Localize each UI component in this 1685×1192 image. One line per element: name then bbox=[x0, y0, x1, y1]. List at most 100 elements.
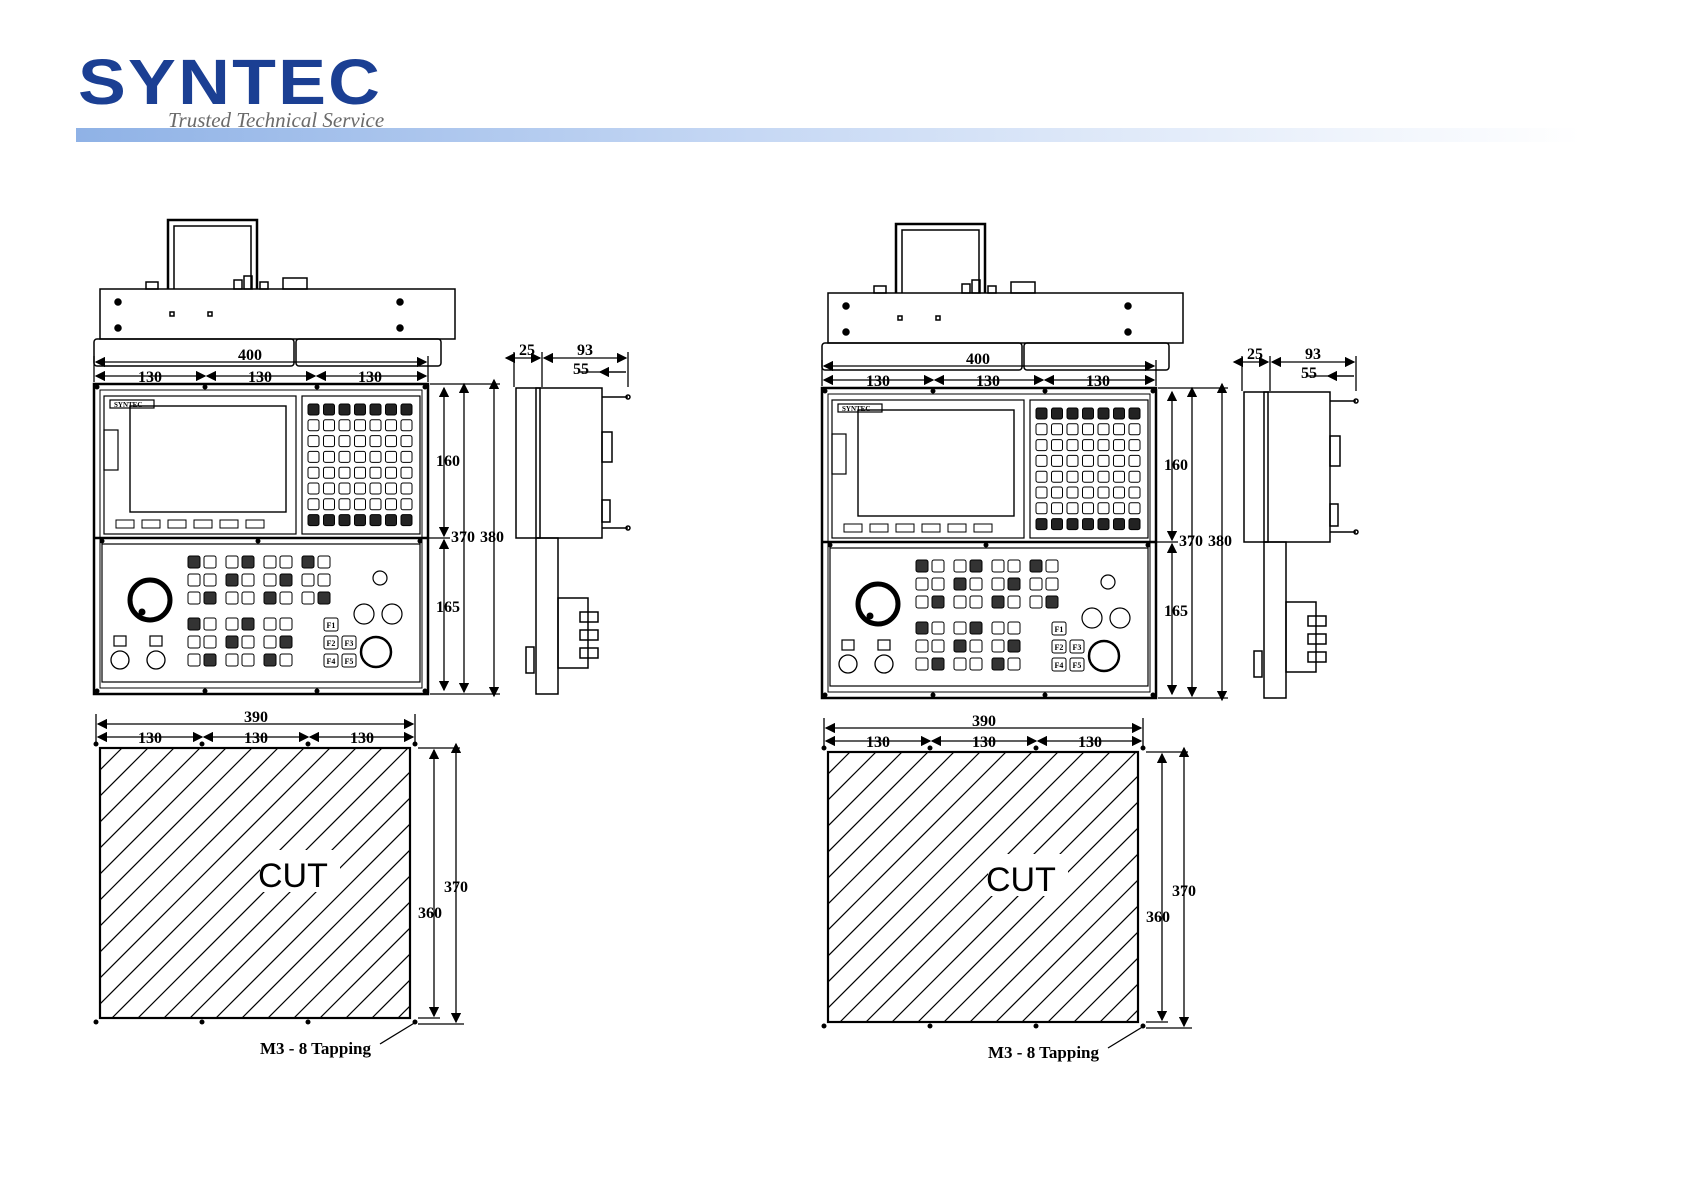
keypad-key[interactable] bbox=[386, 420, 397, 431]
operator-key[interactable] bbox=[932, 640, 944, 652]
keypad-key[interactable] bbox=[401, 499, 412, 510]
keypad-key[interactable] bbox=[370, 483, 381, 494]
keypad-key[interactable] bbox=[1036, 519, 1047, 530]
keypad-key[interactable] bbox=[386, 515, 397, 526]
operator-key[interactable] bbox=[204, 636, 216, 648]
keypad-key[interactable] bbox=[401, 420, 412, 431]
operator-key[interactable] bbox=[970, 640, 982, 652]
keypad-key[interactable] bbox=[1098, 455, 1109, 466]
keypad-key[interactable] bbox=[1036, 408, 1047, 419]
operator-key[interactable] bbox=[954, 622, 966, 634]
keypad-key[interactable] bbox=[1067, 503, 1078, 514]
function-key-f3[interactable]: F3 bbox=[342, 636, 356, 649]
operator-key[interactable] bbox=[280, 618, 292, 630]
keypad-key[interactable] bbox=[401, 483, 412, 494]
keypad-key[interactable] bbox=[324, 404, 335, 415]
keypad-key[interactable] bbox=[1083, 503, 1094, 514]
keypad-key[interactable] bbox=[386, 404, 397, 415]
keypad-key[interactable] bbox=[1098, 487, 1109, 498]
keypad-key[interactable] bbox=[370, 436, 381, 447]
function-key-f4[interactable]: F4 bbox=[1052, 658, 1066, 671]
keypad-key[interactable] bbox=[386, 451, 397, 462]
keypad-key[interactable] bbox=[1129, 408, 1140, 419]
keypad-key[interactable] bbox=[1114, 424, 1125, 435]
keypad-key[interactable] bbox=[1098, 408, 1109, 419]
keypad-key[interactable] bbox=[339, 436, 350, 447]
operator-key[interactable] bbox=[954, 560, 966, 572]
keypad-key[interactable] bbox=[1036, 424, 1047, 435]
operator-key[interactable] bbox=[1008, 560, 1020, 572]
operator-key[interactable] bbox=[264, 556, 276, 568]
keypad-key[interactable] bbox=[1036, 503, 1047, 514]
keypad-key[interactable] bbox=[355, 467, 366, 478]
operator-key[interactable] bbox=[1008, 622, 1020, 634]
keypad-key[interactable] bbox=[308, 515, 319, 526]
operator-key[interactable] bbox=[318, 574, 330, 586]
function-key-f1[interactable]: F1 bbox=[324, 618, 338, 631]
function-key-f1[interactable]: F1 bbox=[1052, 622, 1066, 635]
operator-key[interactable] bbox=[970, 622, 982, 634]
operator-key[interactable] bbox=[318, 556, 330, 568]
keypad-key[interactable] bbox=[355, 451, 366, 462]
operator-key[interactable] bbox=[1030, 578, 1042, 590]
operator-key[interactable] bbox=[188, 636, 200, 648]
operator-key[interactable] bbox=[970, 658, 982, 670]
operator-key[interactable] bbox=[204, 556, 216, 568]
operator-key[interactable] bbox=[242, 574, 254, 586]
operator-key[interactable] bbox=[280, 592, 292, 604]
keypad-key[interactable] bbox=[355, 420, 366, 431]
keypad-key[interactable] bbox=[1036, 440, 1047, 451]
operator-key[interactable] bbox=[1030, 596, 1042, 608]
operator-key[interactable] bbox=[970, 560, 982, 572]
keypad-key[interactable] bbox=[1114, 440, 1125, 451]
keypad-key[interactable] bbox=[339, 499, 350, 510]
keypad-key[interactable] bbox=[339, 451, 350, 462]
operator-key[interactable] bbox=[970, 596, 982, 608]
operator-key[interactable] bbox=[226, 636, 238, 648]
operator-key[interactable] bbox=[954, 578, 966, 590]
keypad-key[interactable] bbox=[370, 404, 381, 415]
keypad-key[interactable] bbox=[1067, 487, 1078, 498]
operator-key[interactable] bbox=[1046, 578, 1058, 590]
operator-key[interactable] bbox=[226, 574, 238, 586]
operator-key[interactable] bbox=[280, 574, 292, 586]
keypad-key[interactable] bbox=[1129, 424, 1140, 435]
operator-key[interactable] bbox=[204, 574, 216, 586]
keypad-key[interactable] bbox=[1114, 408, 1125, 419]
keypad-key[interactable] bbox=[324, 499, 335, 510]
keypad-key[interactable] bbox=[1067, 408, 1078, 419]
keypad-key[interactable] bbox=[401, 467, 412, 478]
keypad-key[interactable] bbox=[1114, 471, 1125, 482]
keypad-key[interactable] bbox=[308, 467, 319, 478]
keypad-key[interactable] bbox=[1129, 519, 1140, 530]
function-key-f4[interactable]: F4 bbox=[324, 654, 338, 667]
keypad-key[interactable] bbox=[308, 420, 319, 431]
keypad-key[interactable] bbox=[1114, 519, 1125, 530]
keypad-key[interactable] bbox=[1052, 487, 1063, 498]
keypad-key[interactable] bbox=[1052, 519, 1063, 530]
operator-key[interactable] bbox=[954, 640, 966, 652]
keypad-key[interactable] bbox=[1083, 471, 1094, 482]
keypad-key[interactable] bbox=[1067, 455, 1078, 466]
keypad-key[interactable] bbox=[1083, 440, 1094, 451]
keypad-key[interactable] bbox=[1052, 471, 1063, 482]
keypad-key[interactable] bbox=[1129, 455, 1140, 466]
keypad-key[interactable] bbox=[339, 515, 350, 526]
operator-key[interactable] bbox=[992, 640, 1004, 652]
operator-key[interactable] bbox=[242, 618, 254, 630]
keypad-key[interactable] bbox=[1129, 471, 1140, 482]
keypad-key[interactable] bbox=[370, 515, 381, 526]
function-key-f5[interactable]: F5 bbox=[1070, 658, 1084, 671]
operator-key[interactable] bbox=[280, 654, 292, 666]
keypad-key[interactable] bbox=[1067, 440, 1078, 451]
operator-key[interactable] bbox=[954, 658, 966, 670]
keypad-key[interactable] bbox=[1098, 440, 1109, 451]
keypad-key[interactable] bbox=[1129, 503, 1140, 514]
operator-key[interactable] bbox=[970, 578, 982, 590]
keypad-key[interactable] bbox=[308, 499, 319, 510]
keypad-key[interactable] bbox=[1036, 455, 1047, 466]
keypad-key[interactable] bbox=[1067, 519, 1078, 530]
keypad-key[interactable] bbox=[1083, 487, 1094, 498]
operator-key[interactable] bbox=[916, 578, 928, 590]
keypad-key[interactable] bbox=[1052, 408, 1063, 419]
